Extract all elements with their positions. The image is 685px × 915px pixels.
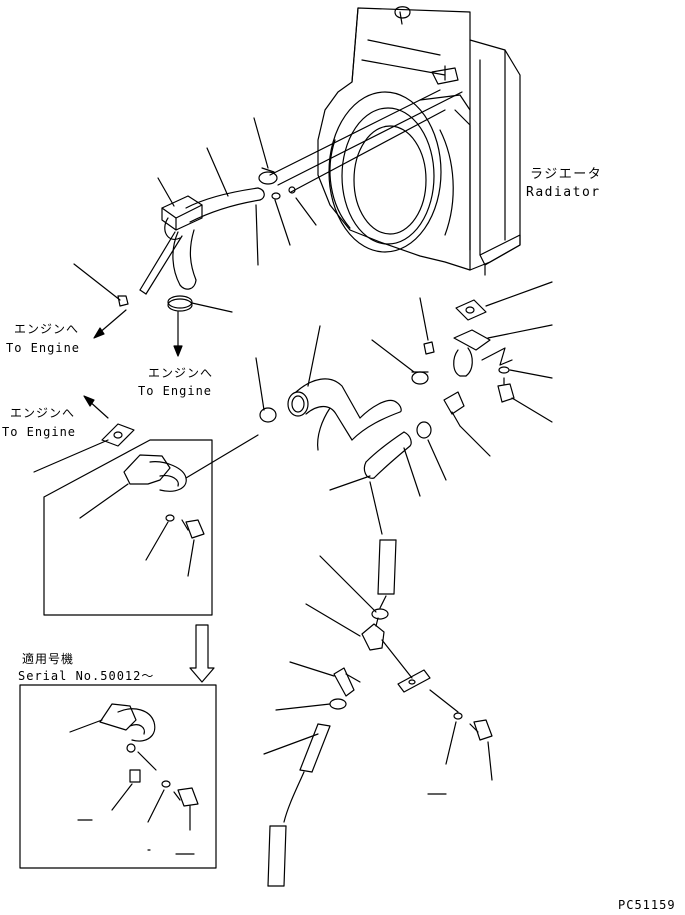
elbow-upper	[123, 434, 259, 492]
detail-box-lower	[19, 684, 217, 869]
upper-hose-group	[139, 187, 265, 295]
hose-vertical	[377, 539, 397, 609]
leader-line	[275, 703, 331, 711]
to-engine-3-en: To Engine	[2, 425, 77, 439]
leader-line	[187, 539, 195, 577]
washer-bolt-lower-right	[453, 712, 493, 741]
leader-line	[445, 721, 457, 765]
s-hose	[287, 378, 402, 451]
bolt-lower-1	[129, 769, 141, 783]
elbow-small-lower	[333, 667, 361, 697]
arrow-line	[97, 309, 127, 335]
leader-line	[191, 302, 233, 313]
leader-line	[157, 177, 175, 207]
washer-bolt-upper	[165, 514, 205, 539]
guide-line	[269, 89, 441, 176]
arrow-head	[93, 327, 105, 339]
hose-lower-left	[283, 723, 331, 823]
leader-line	[511, 397, 553, 423]
washer-bolt-lower	[161, 780, 199, 807]
radiator-label-jp: ラジエータ	[530, 167, 603, 182]
leader-line	[429, 689, 459, 713]
washer-right	[498, 366, 510, 374]
hose-bottom	[267, 825, 287, 887]
leader-line	[403, 447, 421, 497]
leader-line	[485, 281, 553, 307]
gasket-right	[455, 299, 487, 321]
to-engine-1-en: To Engine	[6, 341, 81, 355]
elbow-fitting-right	[443, 391, 465, 427]
clamp-right-lower	[416, 421, 432, 439]
leader-line	[319, 555, 377, 613]
leader-line	[79, 483, 129, 519]
clamp-lower-center	[371, 608, 389, 620]
clamp-lower-left	[329, 698, 347, 710]
leader-line	[73, 263, 121, 301]
to-engine-2-jp: エンジンへ	[148, 366, 214, 380]
guide-line	[290, 109, 446, 193]
clamp-upper	[258, 167, 296, 200]
leader-line	[255, 204, 259, 266]
leader-line	[263, 733, 319, 755]
leader-line	[147, 789, 165, 823]
leader-line	[289, 661, 335, 677]
guide-line	[277, 91, 463, 186]
gasket-left	[101, 423, 135, 447]
leader-line	[305, 603, 361, 637]
break-line	[481, 347, 513, 366]
leader-line	[206, 147, 229, 197]
valve	[361, 617, 413, 679]
clamp-center	[167, 295, 193, 312]
plug-right	[423, 341, 435, 355]
leader-line	[419, 297, 429, 341]
down-arrow	[189, 624, 215, 683]
elbow-lower	[99, 703, 156, 753]
to-engine-2-en: To Engine	[138, 384, 213, 398]
thermostat-housing	[453, 329, 491, 377]
leader-line	[295, 197, 317, 226]
hose-right-lower	[363, 431, 412, 535]
bolt-right	[497, 377, 515, 403]
leader-line	[255, 357, 265, 411]
arrow-head	[173, 345, 183, 357]
radiator-assembly	[317, 6, 521, 276]
bracket-plate	[397, 669, 431, 693]
to-engine-3-jp: エンジンへ	[10, 406, 76, 420]
leader-line	[69, 719, 103, 733]
leader-line	[145, 521, 169, 561]
leader-line	[329, 475, 371, 491]
arrow-head	[83, 395, 95, 407]
drawing-id: PC51159	[618, 898, 676, 912]
leader-line	[111, 783, 133, 811]
leader-line	[509, 369, 553, 379]
leader-line	[137, 751, 157, 771]
bolt-small-left	[117, 295, 129, 307]
clamp-mid-left	[259, 407, 277, 423]
to-engine-1-jp: エンジンへ	[14, 322, 80, 336]
radiator-label-en: Radiator	[526, 185, 601, 200]
leader-line	[307, 325, 321, 387]
leader-line	[253, 117, 269, 169]
applicable-label-jp: 適用号機	[22, 652, 75, 666]
serial-label: Serial No.50012～	[18, 669, 155, 683]
leader-line	[459, 425, 491, 457]
leader-line	[487, 324, 553, 339]
leader-line	[427, 439, 447, 481]
leader-line	[487, 741, 493, 781]
clamp-right	[411, 371, 429, 385]
leader-line	[33, 439, 109, 473]
leader-line	[274, 199, 291, 246]
leader-line	[371, 339, 415, 373]
detail-box-upper	[43, 439, 213, 616]
